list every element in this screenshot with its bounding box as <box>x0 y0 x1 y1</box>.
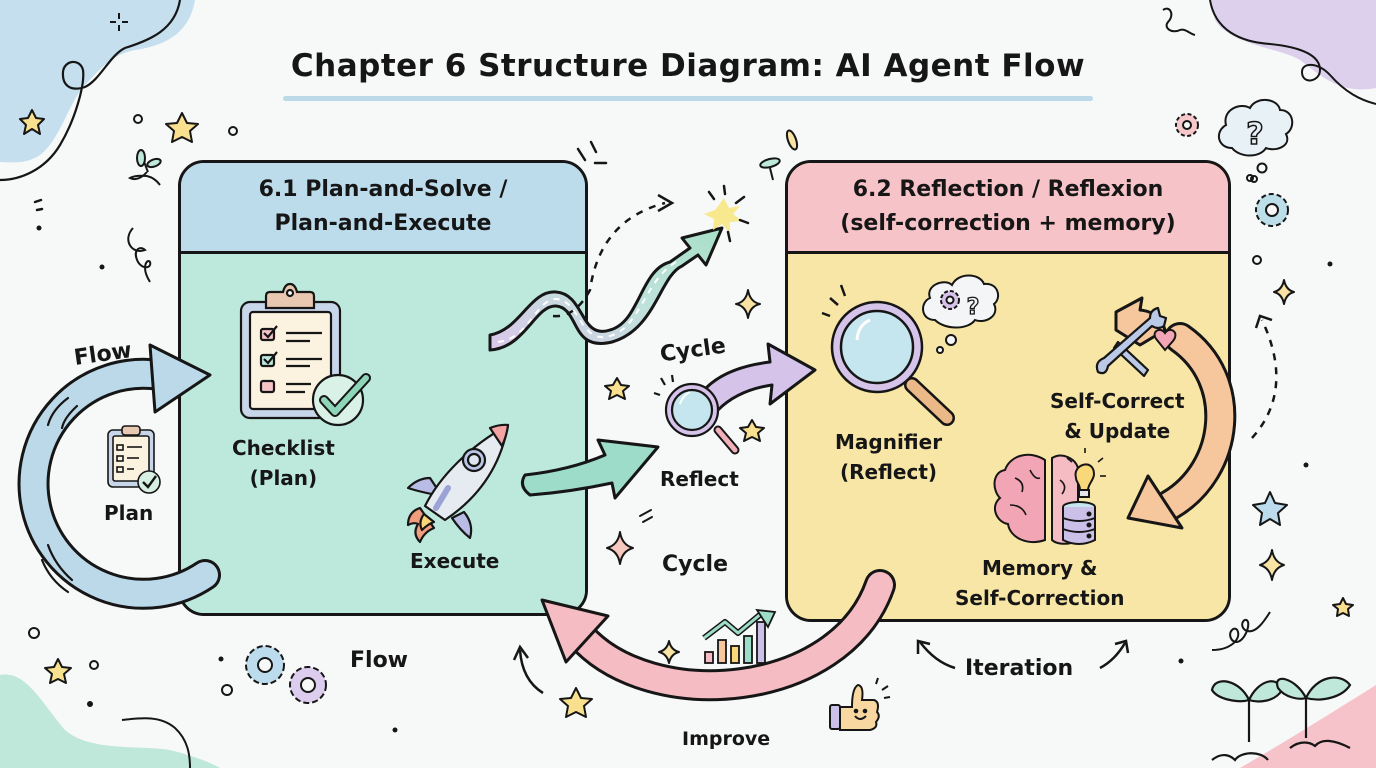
memory-label-line2: Self-Correction <box>955 586 1125 610</box>
memory-label: Memory & Self-Correction <box>955 553 1124 613</box>
thumbs-up-icon <box>829 677 891 731</box>
page-title: Chapter 6 Structure Diagram: AI Agent Fl… <box>290 48 1086 84</box>
gear-icon <box>1175 113 1199 137</box>
dot <box>36 225 1333 733</box>
improve-label: Improve <box>682 728 771 750</box>
rocket-icon <box>406 423 510 544</box>
question-icon: ? <box>967 295 980 320</box>
question-icon: ? <box>1246 117 1263 152</box>
cycle-label-bottom: Cycle <box>662 552 728 577</box>
checklist-label-line2: (Plan) <box>249 466 318 490</box>
blob-bottom-left <box>0 674 220 768</box>
checklist-label-line1: Checklist <box>232 436 335 460</box>
panel-title-line2: (self-correction + memory) <box>840 211 1176 236</box>
memory-label-line1: Memory & <box>982 556 1098 580</box>
dot-circle <box>28 114 1262 696</box>
clipboard-checklist-icon <box>239 282 371 427</box>
sparkle-icon <box>658 279 1295 664</box>
iteration-arrow-left <box>919 641 956 670</box>
thought-cloud-icon <box>922 274 1000 354</box>
sparkle-icon <box>110 13 128 31</box>
dash-marks <box>33 140 608 212</box>
self-correct-cycle-arrow <box>1114 296 1237 530</box>
execute-to-reflect-arrow <box>520 438 660 500</box>
magnifier-label-line2: (Reflect) <box>840 460 938 484</box>
wrench-icon <box>1095 306 1168 378</box>
plan-label: Plan <box>104 501 154 525</box>
dashed-arrow <box>1251 319 1278 439</box>
magnifier-icon <box>821 284 955 426</box>
squiggle-top-right <box>1162 7 1196 36</box>
brain-database-icon <box>993 448 1106 545</box>
checklist-label: Checklist (Plan) <box>232 433 335 493</box>
panel-header: 6.1 Plan-and-Solve / Plan-and-Execute <box>181 163 585 254</box>
title-underline <box>283 96 1093 101</box>
gear-icon <box>289 666 327 704</box>
improve-arrow <box>540 569 896 702</box>
arrow-head <box>512 644 530 661</box>
squiggle <box>1211 611 1271 651</box>
dashed-arrow <box>552 201 666 318</box>
reflect-label: Reflect <box>660 467 739 491</box>
squiggle <box>127 227 152 283</box>
iteration-label: Iteration <box>965 656 1074 681</box>
reflect-to-magnifier-arrow <box>698 342 817 412</box>
heart-icon <box>1153 329 1177 352</box>
sparkle-icon <box>606 531 634 565</box>
star-icon <box>19 109 1354 718</box>
growth-chart-icon <box>702 608 777 664</box>
arrow-head <box>657 193 675 213</box>
self-correct-label-line2: & Update <box>1064 419 1171 443</box>
self-correct-label: Self-Correct & Update <box>1050 386 1185 446</box>
flow-label-bottom: Flow <box>350 648 409 673</box>
thought-cloud-icon <box>1217 99 1294 182</box>
star-icon <box>1252 491 1288 526</box>
flow-cycle-arrow-left <box>17 343 221 610</box>
panel-title-line2: Plan-and-Execute <box>274 211 492 236</box>
gear-icon <box>1255 193 1289 227</box>
arrow-head <box>916 639 931 654</box>
panel-title-line1: 6.2 Reflection / Reflexion <box>852 177 1164 202</box>
iteration-arrow-right <box>1099 642 1127 670</box>
swirl-line-top-right <box>1209 0 1376 105</box>
magnifier-label-line1: Magnifier <box>835 430 943 454</box>
motion-lines <box>40 396 79 594</box>
sprout-icon <box>127 149 162 186</box>
swirl-line-bottom-left <box>121 717 191 768</box>
clipboard-small-icon <box>107 425 161 494</box>
starburst-icon <box>704 184 750 243</box>
gear-icon <box>245 645 285 685</box>
small-curved-arrow <box>518 649 544 695</box>
small-magnifier-icon <box>653 374 740 455</box>
execute-label: Execute <box>410 549 500 573</box>
dash-marks <box>639 509 653 523</box>
sprout-icon <box>1210 676 1352 762</box>
blob-bottom-right <box>1240 685 1376 768</box>
self-correct-label-line1: Self-Correct <box>1050 389 1185 413</box>
panel-header: 6.2 Reflection / Reflexion (self-correct… <box>788 163 1228 254</box>
droplet-marks <box>759 129 799 181</box>
arrow-head <box>1114 639 1130 654</box>
swirl-line-top-left <box>0 0 182 182</box>
panel-title-line1: 6.1 Plan-and-Solve / <box>258 177 508 202</box>
magnifier-label: Magnifier (Reflect) <box>835 427 942 487</box>
wavy-progress-arrow <box>488 226 724 352</box>
panel-reflection: 6.2 Reflection / Reflexion (self-correct… <box>785 160 1231 622</box>
blob-top-right <box>1210 0 1376 90</box>
arrow-head <box>1254 314 1273 329</box>
